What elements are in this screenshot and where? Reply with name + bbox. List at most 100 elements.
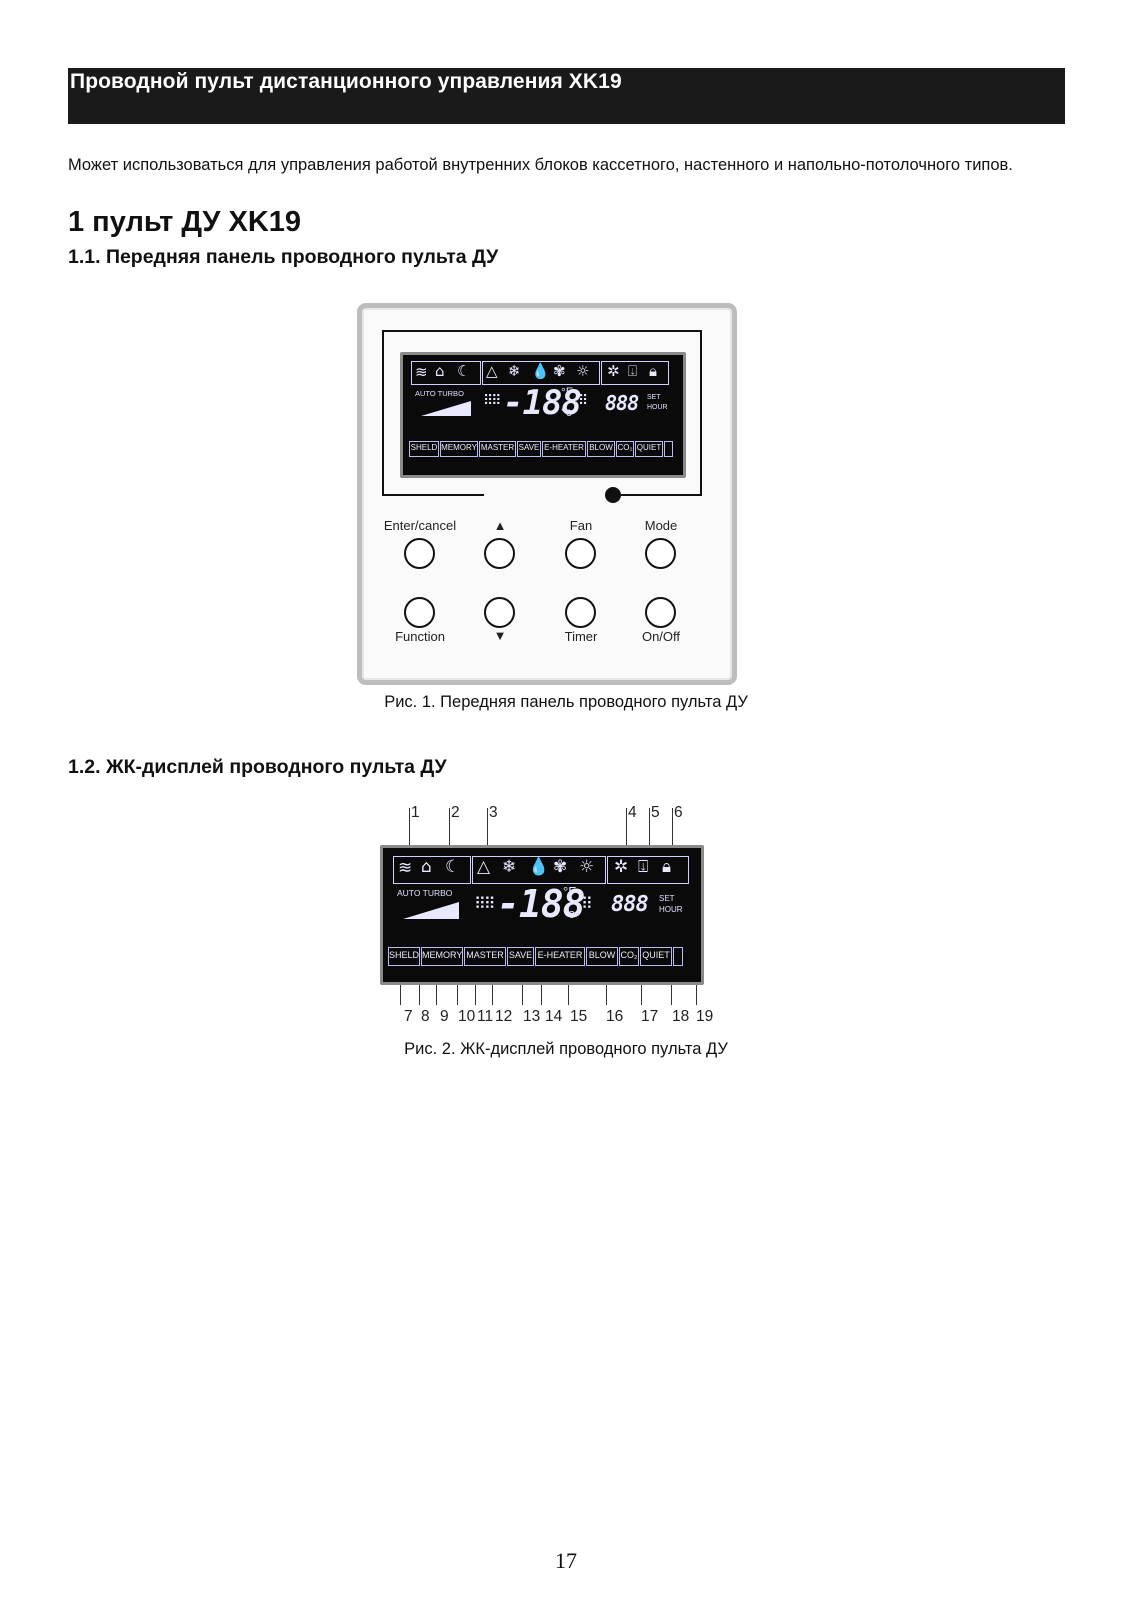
lcd-display-large: ≋ ⌂ ☾ △ ❄ 💧 ✾ ☼ ✲ ⍗ 🔒︎ AUTO TURBO ⠿⠿ -18… xyxy=(380,845,704,985)
unit-celsius: °c xyxy=(563,906,575,921)
tag-blow: BLOW xyxy=(587,441,615,457)
auto-mode-icon: △ xyxy=(477,857,491,877)
lcd-group-3 xyxy=(607,856,689,884)
leader-15 xyxy=(568,985,569,1005)
tag-save: SAVE xyxy=(517,441,541,457)
lcd-group-1 xyxy=(411,361,481,385)
screen-frame xyxy=(382,330,702,496)
callout-17: 17 xyxy=(641,1008,659,1025)
tag-save: SAVE xyxy=(507,947,534,966)
timer-digits: 888 xyxy=(605,391,639,415)
callout-6: 6 xyxy=(674,804,683,821)
timer-button[interactable] xyxy=(565,597,596,628)
set-label: SET xyxy=(659,894,675,903)
defrost-icon: ✲ xyxy=(607,362,620,380)
leader-5 xyxy=(649,808,650,868)
on-off-button[interactable] xyxy=(645,597,676,628)
enter-cancel-label: Enter/cancel xyxy=(383,518,457,533)
callout-7: 7 xyxy=(404,1008,413,1025)
dots-left-icon: ⠿⠿ xyxy=(483,393,501,409)
tag-side-indicator xyxy=(673,947,683,966)
lcd-figure: ≋ ⌂ ☾ △ ❄ 💧 ✾ ☼ ✲ ⍗ 🔒︎ AUTO TURBO ⠿⠿ -18… xyxy=(380,845,704,985)
callout-3: 3 xyxy=(489,804,498,821)
callout-2: 2 xyxy=(451,804,460,821)
callout-13: 13 xyxy=(523,1008,541,1025)
fan-icon: ✾ xyxy=(553,362,566,380)
auto-turbo-label: AUTO TURBO xyxy=(415,389,464,398)
frame-line-left xyxy=(382,494,484,496)
dry-icon: 💧 xyxy=(531,362,550,380)
function-label: Function xyxy=(395,629,445,644)
tag-master: MASTER xyxy=(479,441,516,457)
callout-10: 10 xyxy=(458,1008,476,1025)
callout-5: 5 xyxy=(651,804,660,821)
on-off-label: On/Off xyxy=(641,629,681,644)
tag-co2: CO₂ xyxy=(619,947,639,966)
cool-icon: ❄ xyxy=(508,362,521,380)
auto-mode-icon: △ xyxy=(486,362,498,380)
frame-line-right xyxy=(605,487,700,503)
leader-2 xyxy=(449,808,450,868)
figure-1-caption: Рис. 1. Передняя панель проводного пульт… xyxy=(384,693,748,711)
timer-digits: 888 xyxy=(611,892,649,917)
temperature-digits: -188 xyxy=(497,882,586,926)
swing-icon: ≋ xyxy=(415,363,428,381)
function-button[interactable] xyxy=(404,597,435,628)
tag-quiet: QUIET xyxy=(640,947,672,966)
callout-14: 14 xyxy=(545,1008,563,1025)
fan-label: Fan xyxy=(569,518,593,533)
callout-11: 11 xyxy=(477,1008,494,1025)
lock-icon: 🔒︎ xyxy=(649,362,657,380)
down-button[interactable] xyxy=(484,597,515,628)
callout-12: 12 xyxy=(495,1008,513,1025)
callout-16: 16 xyxy=(606,1008,624,1025)
mode-button[interactable] xyxy=(645,538,676,569)
hour-label: HOUR xyxy=(659,905,683,914)
heat-icon: ☼ xyxy=(579,857,595,877)
cool-icon: ❄ xyxy=(502,857,517,877)
lcd-display-small: ≋ ⌂ ☾ △ ❄ 💧 ✾ ☼ ✲ ⍗ 🔒︎ AUTO TURBO ⠿⠿ -18… xyxy=(400,352,686,478)
tag-sheld: SHELD xyxy=(409,441,439,457)
leader-11 xyxy=(475,985,476,1005)
swing-icon: ≋ xyxy=(398,858,413,878)
callout-15: 15 xyxy=(570,1008,588,1025)
down-label: ▼ xyxy=(493,628,507,643)
dots-right-icon: ⠿ xyxy=(581,894,593,913)
dots-left-icon: ⠿⠿ xyxy=(474,894,495,913)
header-title: Проводной пульт дистанционного управлени… xyxy=(70,70,622,93)
tag-memory: MEMORY xyxy=(440,441,478,457)
section-title: 1 пульт ДУ XK19 xyxy=(68,206,302,238)
subsection-1-title: 1.1. Передняя панель проводного пульта Д… xyxy=(68,246,499,268)
fan-speed-bars xyxy=(403,902,459,919)
sleep-icon: ☾ xyxy=(445,857,461,877)
tag-blow: BLOW xyxy=(586,947,618,966)
home-icon: ⌂ xyxy=(435,362,445,380)
tag-e-heater: E-HEATER xyxy=(535,947,585,966)
leader-19 xyxy=(696,985,697,1005)
enter-cancel-button[interactable] xyxy=(404,538,435,569)
leader-7 xyxy=(400,985,401,1005)
subsection-2-title: 1.2. ЖК-дисплей проводного пульта ДУ xyxy=(68,756,447,778)
timer-label: Timer xyxy=(564,629,598,644)
defrost-icon: ✲ xyxy=(614,857,629,877)
leader-17 xyxy=(641,985,642,1005)
home-icon: ⌂ xyxy=(421,857,432,877)
fan-icon: ✾ xyxy=(553,857,568,877)
heat-icon: ☼ xyxy=(576,362,590,380)
dry-icon: 💧 xyxy=(528,857,550,877)
fan-speed-bars xyxy=(421,401,471,416)
temperature-digits: -188 xyxy=(503,383,582,423)
unit-fahrenheit: °F xyxy=(563,884,577,899)
leader-8 xyxy=(419,985,420,1005)
tag-e-heater: E-HEATER xyxy=(542,441,586,457)
page-number: 17 xyxy=(555,1548,577,1573)
callout-9: 9 xyxy=(440,1008,449,1025)
leader-10 xyxy=(457,985,458,1005)
up-button[interactable] xyxy=(484,538,515,569)
fan-button[interactable] xyxy=(565,538,596,569)
intro-paragraph: Может использоваться для управления рабо… xyxy=(68,156,1013,174)
leader-12 xyxy=(492,985,493,1005)
dots-right-icon: ⠿ xyxy=(578,393,588,409)
leader-14 xyxy=(541,985,542,1005)
remote-front-panel: ≋ ⌂ ☾ △ ❄ 💧 ✾ ☼ ✲ ⍗ 🔒︎ AUTO TURBO ⠿⠿ -18… xyxy=(357,303,737,685)
